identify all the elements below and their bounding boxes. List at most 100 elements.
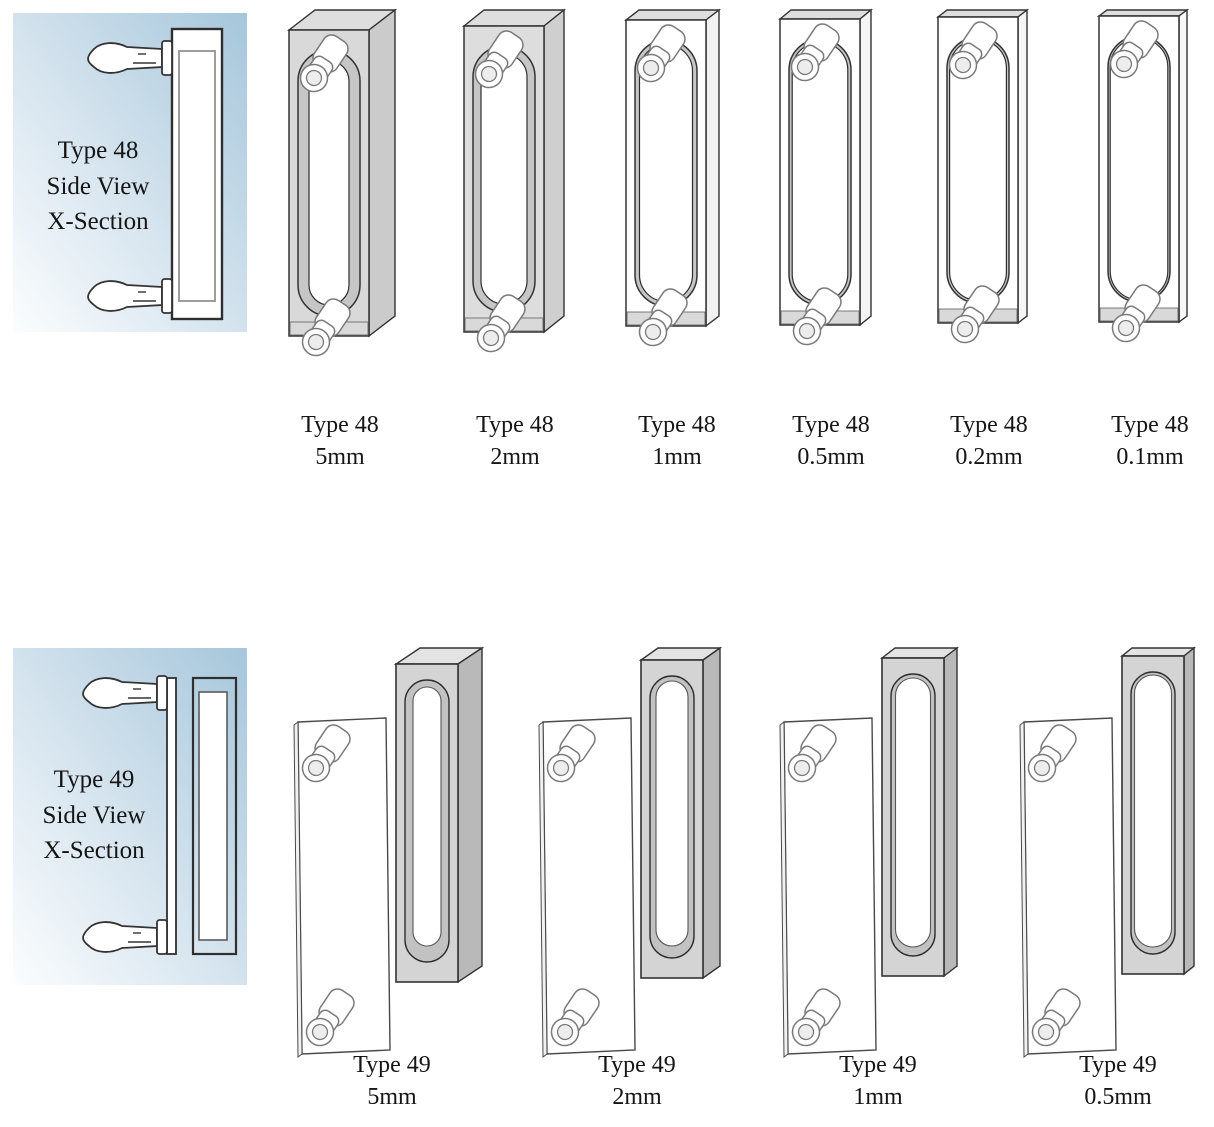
inlet-tube <box>1109 20 1159 79</box>
cuvette-label-size: 5mm <box>367 1083 417 1110</box>
cuvette-label-title: Type 48 <box>950 412 1028 438</box>
inlet-tube <box>550 988 600 1047</box>
sample-window <box>791 41 849 303</box>
top-face <box>623 9 722 21</box>
window-block <box>638 646 723 980</box>
sample-window <box>655 680 689 947</box>
cuvette-3d-drawing <box>286 8 398 357</box>
cuvette-label: Type 49 1mm <box>778 1050 978 1113</box>
top-face <box>778 9 873 20</box>
cuvette-label: Type 48 2mm <box>450 410 580 473</box>
inlet-tube <box>1027 724 1077 783</box>
cuvette-3d-drawing <box>538 646 723 1058</box>
top-face <box>935 9 1030 18</box>
cuvette-figure-type48-2mm: Type 48 2mm <box>450 8 580 473</box>
side-face <box>1183 646 1195 976</box>
side-face <box>1017 8 1028 325</box>
sample-window <box>1133 674 1173 948</box>
inlet-tube <box>301 298 351 357</box>
cuvette-3d-drawing <box>623 8 722 347</box>
sample-window <box>638 43 694 303</box>
cuvette-3d-drawing <box>779 646 960 1058</box>
inlet-tube <box>1031 988 1081 1047</box>
cuvette-label-size: 2mm <box>612 1083 662 1110</box>
window-xsection <box>198 691 228 941</box>
caption-line: Side View <box>42 801 146 829</box>
sample-window <box>308 60 350 306</box>
cuvette-3d-drawing <box>293 646 485 1058</box>
inlet-tube <box>792 287 842 346</box>
cuvette-label: Type 48 0.1mm <box>1085 410 1214 473</box>
plate-edge <box>293 721 303 1058</box>
side-face <box>705 8 720 328</box>
window-block-xsection <box>191 676 238 956</box>
inlet-tube <box>638 288 688 347</box>
top-face <box>1120 647 1196 657</box>
cuvette-figure-type48-1mm: Type 48 1mm <box>612 8 742 473</box>
cuvette-label: Type 49 5mm <box>292 1050 492 1113</box>
cuvette-figure-type49-1mm: Type 49 1mm <box>778 644 978 1113</box>
cuvette-label-title: Type 48 <box>792 412 870 438</box>
window-block <box>393 646 485 984</box>
cuvette-3d-drawing <box>1096 8 1190 343</box>
type49-sideview-caption: Type 49 Side View X-Section <box>13 762 175 869</box>
plate-edge <box>1019 721 1029 1058</box>
cuvette-label-size: 2mm <box>490 443 540 470</box>
inlet-tube <box>790 23 840 82</box>
cuvette-label-title: Type 48 <box>1111 412 1189 438</box>
side-face <box>368 8 396 338</box>
plate-edge <box>779 721 789 1058</box>
spacer-plate <box>538 717 636 1058</box>
cuvette-figure-type48-0.5mm: Type 48 0.5mm <box>766 8 896 473</box>
spacer-plate <box>293 717 391 1058</box>
cuvette-label-title: Type 49 <box>839 1052 917 1078</box>
cuvette-label-title: Type 49 <box>1079 1052 1157 1078</box>
cuvette-label: Type 49 0.5mm <box>1018 1050 1214 1113</box>
type48-sideview-panel: Type 48 Side View X-Section <box>13 13 247 332</box>
cuvette-3d-drawing <box>1019 646 1196 1058</box>
plate-edge <box>538 721 548 1058</box>
inlet-tube <box>476 294 526 353</box>
cuvette-label: Type 49 2mm <box>537 1050 737 1113</box>
sample-window <box>949 39 1007 301</box>
inlet-tube <box>950 285 1000 344</box>
side-face <box>543 8 565 334</box>
cuvette-label-title: Type 49 <box>353 1052 431 1078</box>
type48-sideview-caption: Type 48 Side View X-Section <box>17 133 179 240</box>
window-block <box>879 646 960 978</box>
cuvette-label-size: 1mm <box>652 443 702 470</box>
bore-outline <box>178 50 216 302</box>
cuvette-figure-type48-5mm: Type 48 5mm <box>275 8 405 473</box>
cuvette-label: Type 48 5mm <box>275 410 405 473</box>
cuvette-label-title: Type 48 <box>638 412 716 438</box>
inlet-tube <box>1111 284 1161 343</box>
type49-sideview-panel: Type 49 Side View X-Section <box>13 648 247 985</box>
sideview-tube <box>82 675 168 711</box>
caption-line: X-Section <box>43 837 145 864</box>
inlet-tube <box>636 24 686 83</box>
side-face <box>702 646 721 980</box>
caption-line: X-Section <box>47 208 149 235</box>
side-face <box>943 646 958 978</box>
cuvette-label-size: 1mm <box>853 1083 903 1110</box>
inlet-tube <box>299 34 349 93</box>
window-block <box>1120 646 1196 976</box>
spacer-plate <box>779 717 877 1058</box>
inlet-tube <box>301 724 351 783</box>
spacer-plate <box>1019 717 1117 1058</box>
sample-window <box>480 53 528 305</box>
caption-line: Type 49 <box>53 766 135 793</box>
side-face <box>1178 8 1188 324</box>
sample-window <box>412 686 442 947</box>
cuvette-3d-drawing <box>935 8 1030 344</box>
sideview-tube <box>82 919 168 955</box>
side-face <box>859 8 872 327</box>
sample-window <box>894 677 932 948</box>
cuvette-label-size: 0.5mm <box>797 443 865 470</box>
sideview-tube <box>87 278 173 314</box>
cuvette-label: Type 48 1mm <box>612 410 742 473</box>
spacer-plate-xsection <box>166 677 177 955</box>
cuvette-label-size: 5mm <box>315 443 365 470</box>
inlet-tube <box>474 30 524 89</box>
